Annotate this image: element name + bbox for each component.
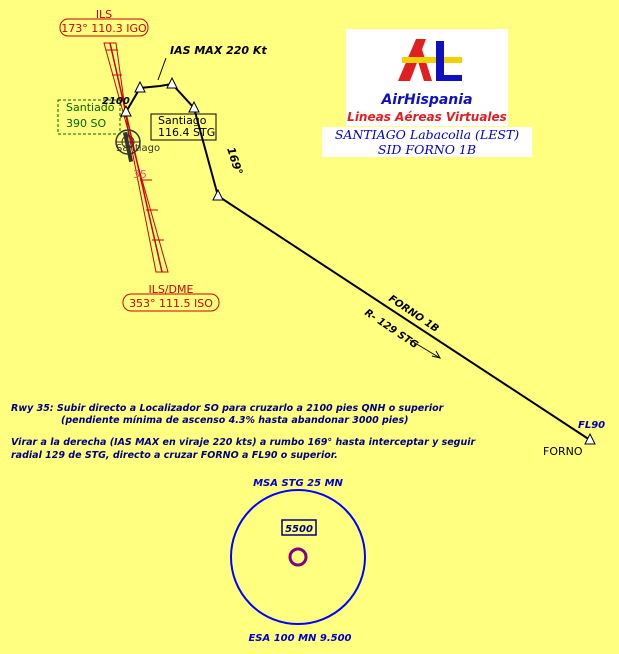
vor-name: Santiago [158, 114, 207, 127]
procedure-title: SANTIAGO Labacolla (LEST) SID FORNO 1B [322, 127, 532, 157]
waypoint-triangle-c [212, 188, 224, 201]
waypoint-triangle-stg [188, 100, 200, 113]
locator-so-label: Santiado 390 SO [57, 99, 126, 135]
msa-altitude-box [281, 519, 317, 536]
waypoint-triangle-a [134, 80, 146, 93]
instructions-block: Rwy 35: Subir directo a Localizador SO p… [11, 403, 476, 461]
waypoint-triangles [120, 76, 596, 445]
ils-south-label: ILS/DME 353° 111.5 ISO [122, 283, 220, 312]
ils-south-freq: 353° 111.5 ISO [129, 297, 213, 310]
ils-south-name: ILS/DME [149, 283, 194, 296]
forno-level: FL90 [578, 420, 605, 431]
instruction-line-2: (pendiente mínima de ascenso 4.3% hasta … [61, 415, 409, 426]
airhispania-logo: AirHispania Lineas Aéreas Virtuales [346, 29, 508, 126]
title-procedure: SID FORNO 1B [377, 142, 477, 157]
airport-name: Santiago [116, 143, 160, 154]
waypoint-triangle-forno [584, 432, 596, 445]
msa-center-navaid [288, 547, 308, 567]
ils-north-label: ILS 173° 110.3 IGO [59, 8, 149, 37]
runway-number: 35 [133, 168, 147, 181]
vor-compass-rose [115, 129, 141, 155]
instruction-line-1: Rwy 35: Subir directo a Localizador SO p… [11, 403, 445, 414]
vor-freq: 116.4 STG [158, 126, 215, 139]
forno-name: FORNO [543, 445, 583, 458]
vor-stg-label: Santiago 116.4 STG [150, 113, 217, 141]
heading-169-label: 169° [224, 146, 245, 177]
waypoint-triangle-so [120, 104, 132, 117]
instruction-line-3: Virar a la derecha (IAS MAX en viraje 22… [11, 437, 476, 448]
ils-north-name: ILS [96, 8, 112, 21]
title-airport: SANTIAGO Labacolla (LEST) [334, 127, 520, 142]
locator-freq: 390 SO [66, 117, 106, 130]
msa-title: MSA STG 25 MN [253, 478, 343, 489]
instruction-line-4: radial 129 de STG, directo a cruzar FORN… [11, 450, 338, 461]
esa-label: ESA 100 MN 9.500 [248, 633, 351, 644]
speed-limit-label: IAS MAX 220 Kt [170, 44, 267, 57]
msa-circle [230, 489, 366, 625]
logo-tagline: Lineas Aéreas Virtuales [347, 110, 507, 124]
waypoint-triangle-b [166, 76, 178, 89]
locator-name: Santiado [66, 101, 115, 114]
airhispania-logo-mark: AirHispania Lineas Aéreas Virtuales [347, 39, 507, 124]
altitude-2100-label: 2100 [102, 96, 130, 107]
msa-diagram: MSA STG 25 MN 5500 ESA 100 MN 9.500 [230, 478, 366, 644]
logo-brand: AirHispania [380, 92, 472, 108]
msa-altitude: 5500 [285, 524, 313, 535]
radial-arrow [409, 339, 442, 359]
ils-north-freq: 173° 110.3 IGO [61, 22, 147, 35]
ils-localizer-beam [103, 42, 169, 273]
